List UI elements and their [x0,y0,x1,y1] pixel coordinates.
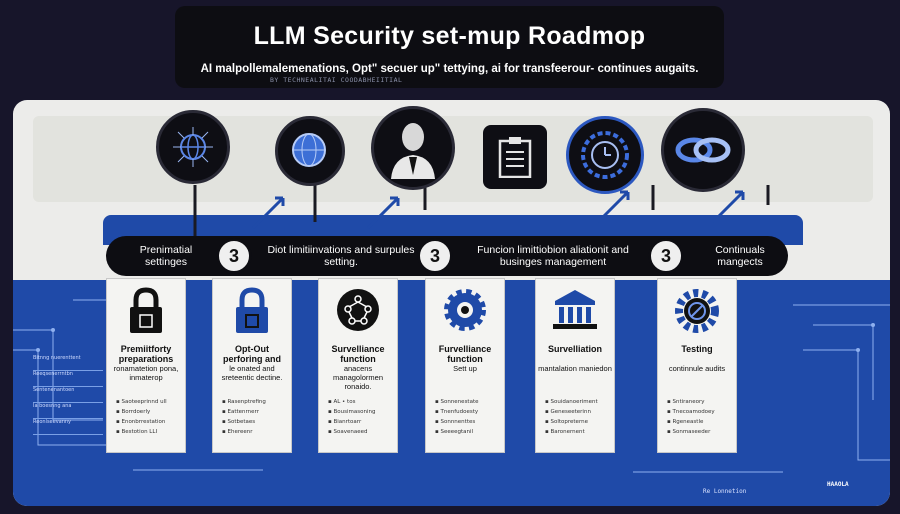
roadmap-card: Premiitforty preparations ronamatetion p… [106,278,186,453]
card-bullets: Saoteeprinnd ull Borrdoerly Enonbrrestat… [116,397,181,437]
bullet-item: Tnecoamodoey [667,407,732,417]
step-label-2: Diot limitiinvations and surpules settin… [267,244,415,268]
title-panel: LLM Security set-mup Roadmop AI malpolle… [175,6,724,88]
roadmap-card: Testing continnule audits Sntiraneory Tn… [657,278,737,453]
bullet-item: Enonbrrestation [116,417,181,427]
bullet-item: Baronernent [545,427,610,437]
step-number-1: 3 [216,238,252,274]
bullet-item: Sotbetaes [222,417,287,427]
clock-gear-icon [566,116,644,194]
roadmap-card: Furvelliance function Sett up Sonnenesta… [425,278,505,453]
bullet-item: AL • tos [328,397,393,407]
side-notes: Bitnng nuerenttent Reeqsenerrntbn Senten… [33,355,103,435]
bullet-item: Bianrtoarr [328,417,393,427]
card-title: Survelliation [547,344,602,354]
roadmap-card: Opt-Out perforing and le onated and sret… [212,278,292,453]
side-note: Reeqsenerrntbn [33,371,103,387]
card-description: le onated and sreteentic dectine. [221,364,283,382]
bullet-item: Sntiraneory [667,397,732,407]
bullet-item: Soavenaeed [328,427,393,437]
card-description: anacens managolormen ronaido. [332,364,384,391]
bullet-item: Sonnenestate [435,397,500,407]
card-title: Testing [681,344,713,354]
card-bullets: Souidanoeriment Geneseeterinn Soltoprete… [545,397,610,437]
bullet-item: Ehereenr [222,427,287,437]
bullet-item: Bousimasoning [328,407,393,417]
roadmap-card: Survelliation mantalation maniedon Souid… [535,278,615,453]
card-bullets: Rasenptrefing Eattenrnerr Sotbetaes Eher… [222,397,287,437]
card-title: Premiitforty preparations [118,344,174,364]
gear-icon [442,287,488,337]
footer-right-note: HAAOLA [827,481,849,488]
card-bullets: Sntiraneory Tnecoamodoey Rgeneastle Sonm… [667,397,732,437]
bullet-item: Borrdoerly [116,407,181,417]
side-note: Bitnng nuerenttent [33,355,103,371]
bullet-item: Rasenptrefing [222,397,287,407]
byline: BY TECHNEALITAI COODABHEIITIAL [270,76,403,84]
card-description: continnule audits [668,364,726,373]
page-subtitle: AI malpollemalemenations, Opt" secuer up… [200,63,699,75]
side-note: Reonlseevanny [33,419,103,435]
step-number-3: 3 [648,238,684,274]
bullet-item: Tnenfudoesty [435,407,500,417]
roadmap-card: Survelliance function anacens managolorm… [318,278,398,453]
bullet-item: Souidanoeriment [545,397,610,407]
card-title: Furvelliance function [438,344,492,364]
padlock-icon [233,287,271,339]
bullet-item: Sonmaseeder [667,427,732,437]
bullet-item: Eattenrnerr [222,407,287,417]
step-label-4: Continuals mangects [715,244,765,268]
page-title: LLM Security set-mup Roadmop [253,22,646,50]
circuit-lines [13,185,890,473]
bullet-item: Seeeegtanil [435,427,500,437]
globe-network-icon [156,110,230,184]
bullet-item: Soltopreterne [545,417,610,427]
card-description: Sett up [453,364,477,373]
side-note: Ia boesnng ana [33,403,103,419]
chain-link-icon [661,108,745,192]
step-label-3: Funcion limittiobion aliationit and busi… [477,244,629,268]
bullet-item: Sonnnenttes [435,417,500,427]
side-note: Sentenenantoen [33,387,103,403]
person-icon [371,106,455,190]
magnifier-globe-icon [275,116,345,186]
bullet-item: Bestotion LLI [116,427,181,437]
card-description: mantalation maniedon [538,364,612,373]
step-label-1: Prenimatial settinges [139,244,193,268]
bullet-item: Rgeneastle [667,417,732,427]
card-description: ronamatetion pona, inmaterop [113,364,179,382]
footer-left-note: Re Lonnetion [703,488,747,495]
card-bullets: AL • tos Bousimasoning Bianrtoarr Soaven… [328,397,393,437]
roadmap-board: Prenimatial settinges 3 Diot limitiinvat… [13,100,890,506]
card-title: Survelliance function [331,344,385,364]
card-bullets: Sonnenestate Tnenfudoesty Sonnnenttes Se… [435,397,500,437]
step-number-2: 3 [417,238,453,274]
bank-building-icon [551,287,599,335]
padlock-icon [127,287,165,339]
bullet-item: Geneseeterinn [545,407,610,417]
document-icon [483,125,547,189]
bullet-item: Saoteeprinnd ull [116,397,181,407]
card-title: Opt-Out perforing and [223,344,281,364]
gear-target-icon [673,287,721,339]
network-nodes-icon [335,287,381,337]
